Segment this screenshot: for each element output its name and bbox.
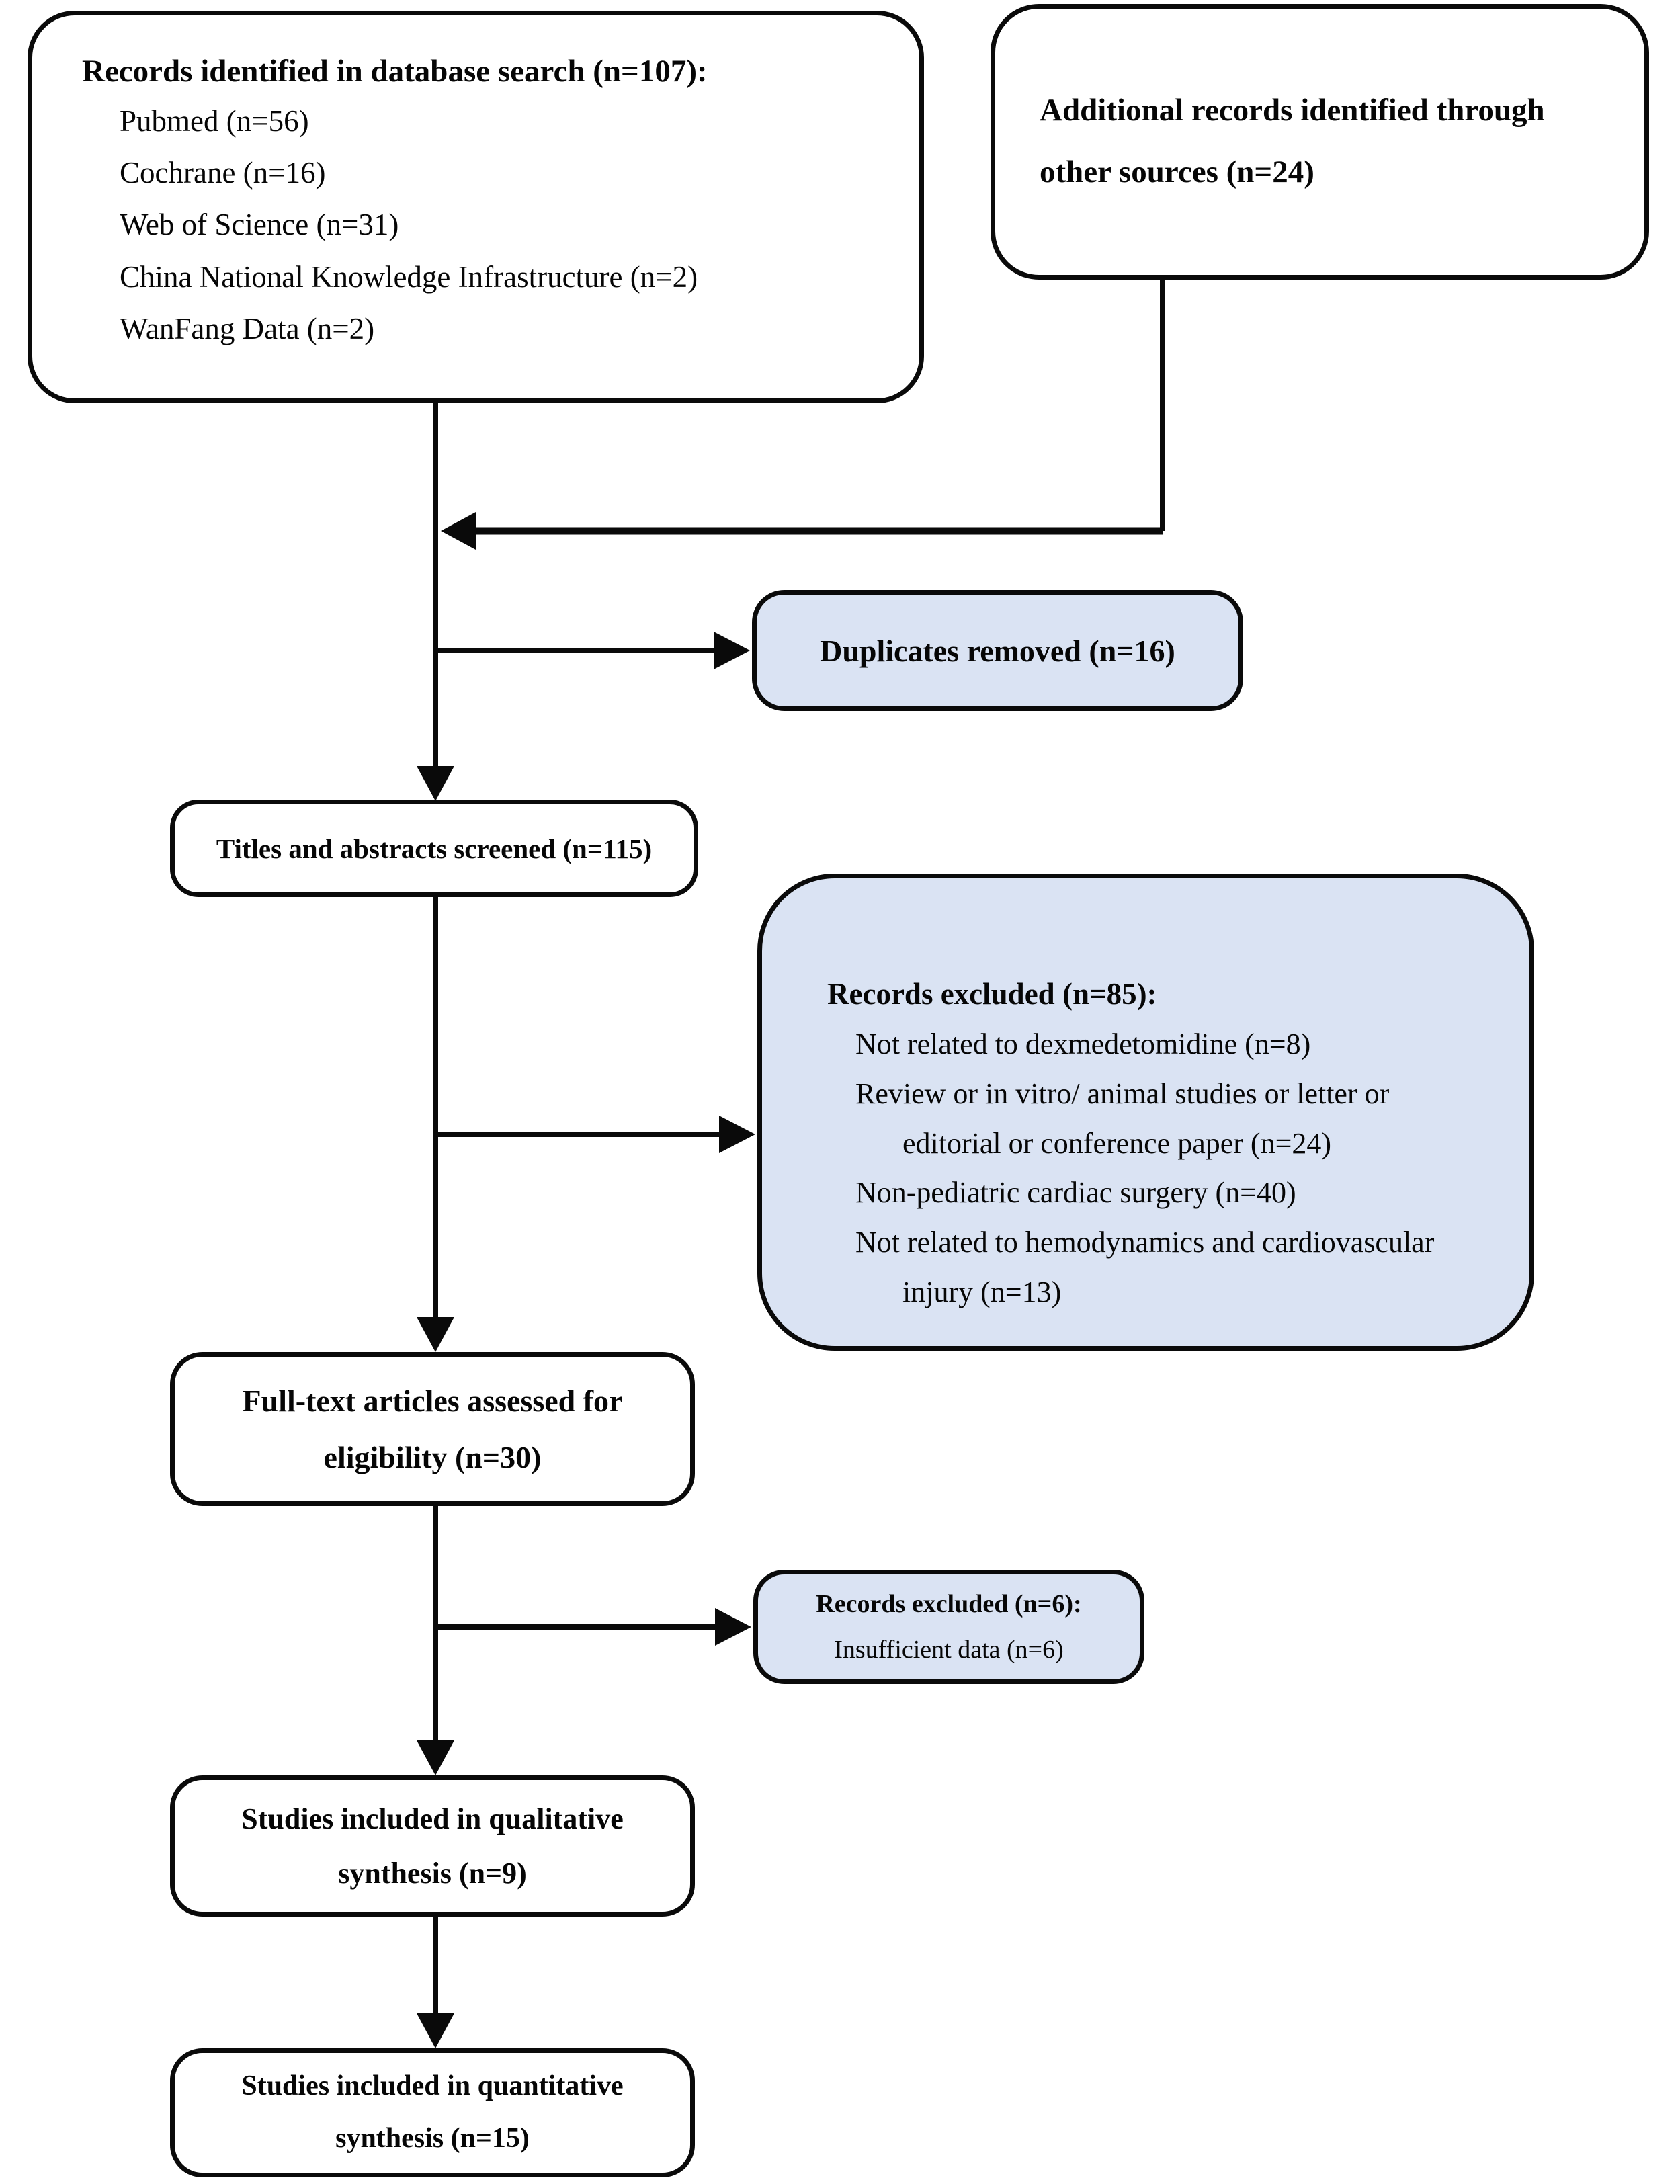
records-excluded-fulltext-title: Records excluded (n=6):: [816, 1589, 1082, 1618]
identification-item-wanfang: WanFang Data (n=2): [120, 312, 375, 346]
arrow-identification-to-screened: [417, 402, 454, 801]
titles-abstracts-screened-box: Titles and abstracts screened (n=115): [170, 800, 698, 897]
records-excluded-fulltext-box: Records excluded (n=6): Insufficient dat…: [753, 1570, 1144, 1684]
arrow-spine-to-excluded6: [435, 1608, 751, 1646]
fulltext-assessed-box: Full-text articles assessed for eligibil…: [170, 1352, 695, 1506]
titles-abstracts-screened-label: Titles and abstracts screened (n=115): [216, 833, 653, 864]
fulltext-assessed-label: Full-text articles assessed for eligibil…: [242, 1383, 623, 1474]
arrow-spine-to-excluded85: [435, 1116, 755, 1153]
excluded-item-not-hemodynamics: Not related to hemodynamics and cardiova…: [855, 1226, 1435, 1309]
identification-item-cnki: China National Knowledge Infrastructure …: [120, 259, 698, 294]
arrow-fulltext-to-qualitative: [417, 1505, 454, 1775]
excluded-item-non-pediatric: Non-pediatric cardiac surgery (n=40): [855, 1176, 1296, 1210]
identification-item-cochrane: Cochrane (n=16): [120, 155, 326, 190]
arrow-qualitative-to-quantitative: [417, 1915, 454, 2048]
arrow-additional-to-spine: [441, 278, 1165, 550]
records-excluded-screening-box: Records excluded (n=85): Not related to …: [757, 874, 1534, 1351]
qualitative-synthesis-label: Studies included in qualitative synthesi…: [241, 1802, 624, 1890]
identification-item-pubmed: Pubmed (n=56): [120, 103, 309, 138]
excluded-item-review-letter-editorial: Review or in vitro/ animal studies or le…: [855, 1077, 1390, 1160]
duplicates-removed-box: Duplicates removed (n=16): [752, 590, 1243, 711]
arrow-spine-to-duplicates: [435, 632, 750, 669]
quantitative-synthesis-box: Studies included in quantitative synthes…: [170, 2048, 695, 2177]
duplicates-removed-label: Duplicates removed (n=16): [820, 633, 1175, 668]
excluded-item-not-dexmedetomidine: Not related to dexmedetomidine (n=8): [855, 1027, 1311, 1060]
arrow-screened-to-fulltext: [417, 896, 454, 1352]
qualitative-synthesis-box: Studies included in qualitative synthesi…: [170, 1775, 695, 1917]
additional-records-label: Additional records identified through ot…: [1040, 93, 1545, 190]
records-excluded-screening-title: Records excluded (n=85):: [827, 977, 1157, 1011]
records-excluded-fulltext-item: Insufficient data (n=6): [834, 1636, 1064, 1664]
identification-title: Records identified in database search (n…: [82, 54, 708, 89]
identification-box: Records identified in database search (n…: [28, 11, 924, 403]
additional-records-box: Additional records identified through ot…: [991, 4, 1649, 280]
quantitative-synthesis-label: Studies included in quantitative synthes…: [241, 2070, 624, 2154]
identification-item-web-of-science: Web of Science (n=31): [120, 208, 399, 242]
